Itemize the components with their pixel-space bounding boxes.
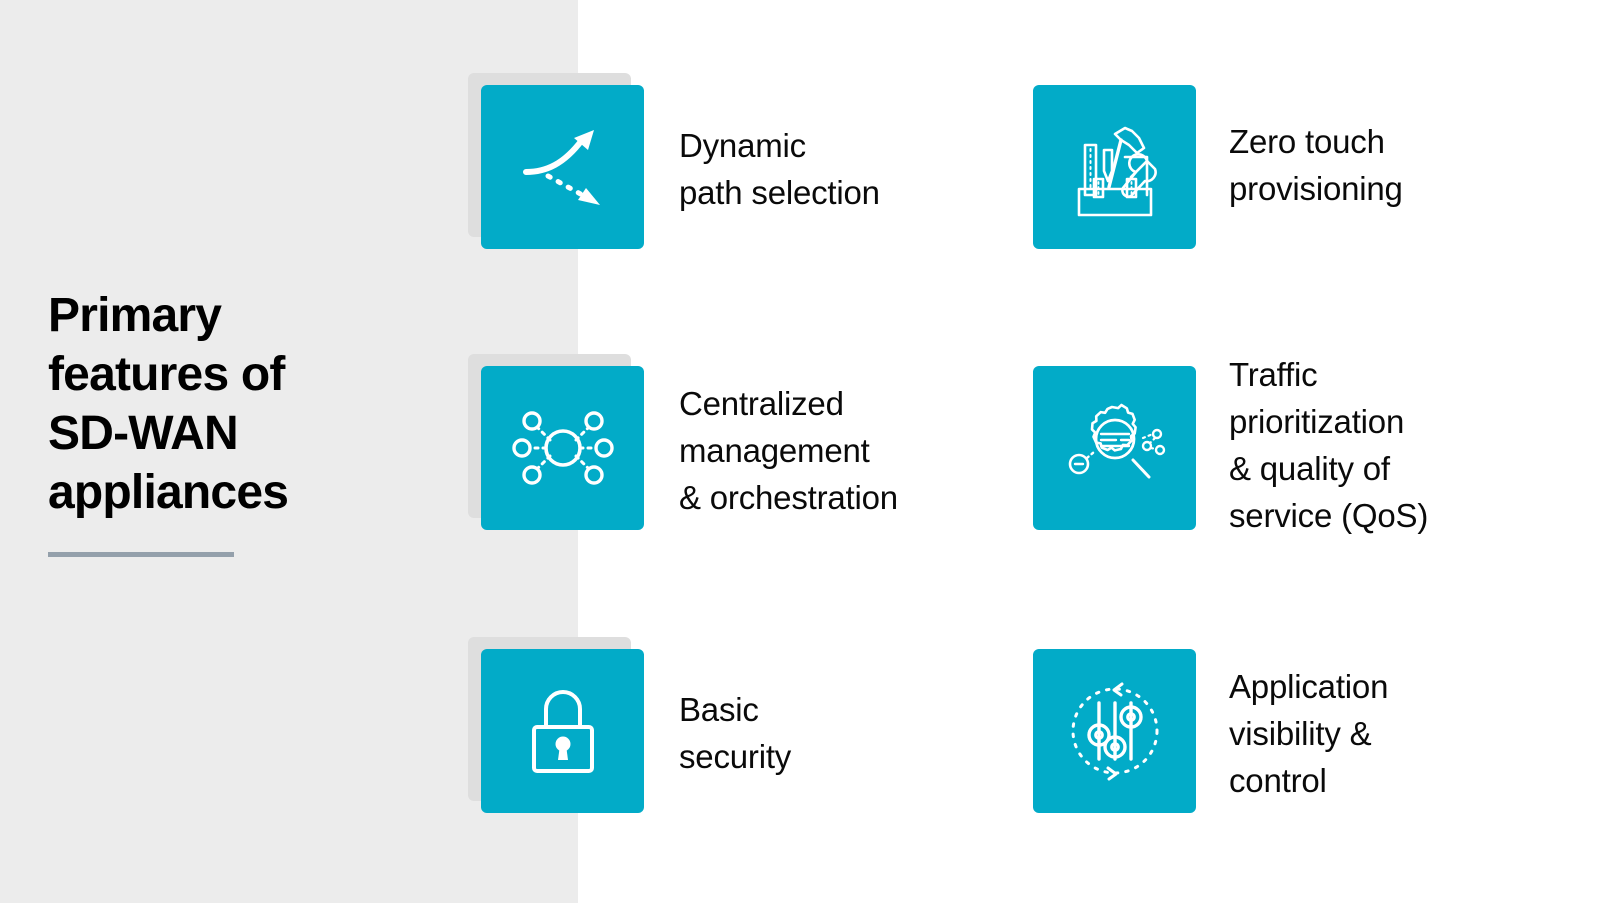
title-block: Primary features of SD-WAN appliances <box>48 286 468 557</box>
feature-icon-tile <box>468 637 644 813</box>
feature-icon-tile <box>468 73 644 249</box>
path-selection-arrows-icon <box>522 130 600 205</box>
tile-surface <box>481 366 644 530</box>
page-title: Primary features of SD-WAN appliances <box>48 289 289 519</box>
feature-label: Basic security <box>679 691 792 775</box>
feature-icon-tile <box>468 354 644 530</box>
feature-label: Application visibility & control <box>1229 668 1389 799</box>
feature-label: Centralized management & orchestration <box>679 385 898 516</box>
tile-surface <box>481 649 644 813</box>
feature-item-application-visibility-control[interactable]: Application visibility & control <box>1033 649 1388 813</box>
gear-magnifier-icon <box>1068 403 1165 479</box>
hub-and-spoke-network-icon <box>511 411 614 485</box>
title-underline-rule <box>48 552 234 557</box>
feature-item-dynamic-path-selection[interactable]: Dynamic path selection <box>468 73 880 249</box>
feature-label: Dynamic path selection <box>679 127 880 211</box>
feature-item-centralized-management[interactable]: Centralized management & orchestration <box>468 354 898 530</box>
feature-icon-tile <box>1033 649 1196 813</box>
tile-surface <box>1033 85 1196 249</box>
sliders-refresh-icon <box>1071 682 1158 781</box>
tile-surface <box>481 85 644 249</box>
feature-item-traffic-prioritization[interactable]: Traffic prioritization & quality of serv… <box>1033 356 1428 539</box>
padlock-icon <box>531 690 594 773</box>
feature-item-basic-security[interactable]: Basic security <box>468 637 792 813</box>
feature-icon-tile <box>1033 366 1196 530</box>
feature-label: Zero touch provisioning <box>1229 123 1403 207</box>
feature-icon-tile <box>1033 85 1196 249</box>
toolbox-icon <box>1077 126 1157 217</box>
feature-item-zero-touch-provisioning[interactable]: Zero touch provisioning <box>1033 85 1403 249</box>
tile-surface <box>1033 366 1196 530</box>
feature-label: Traffic prioritization & quality of serv… <box>1229 356 1429 534</box>
tile-surface <box>1033 649 1196 813</box>
